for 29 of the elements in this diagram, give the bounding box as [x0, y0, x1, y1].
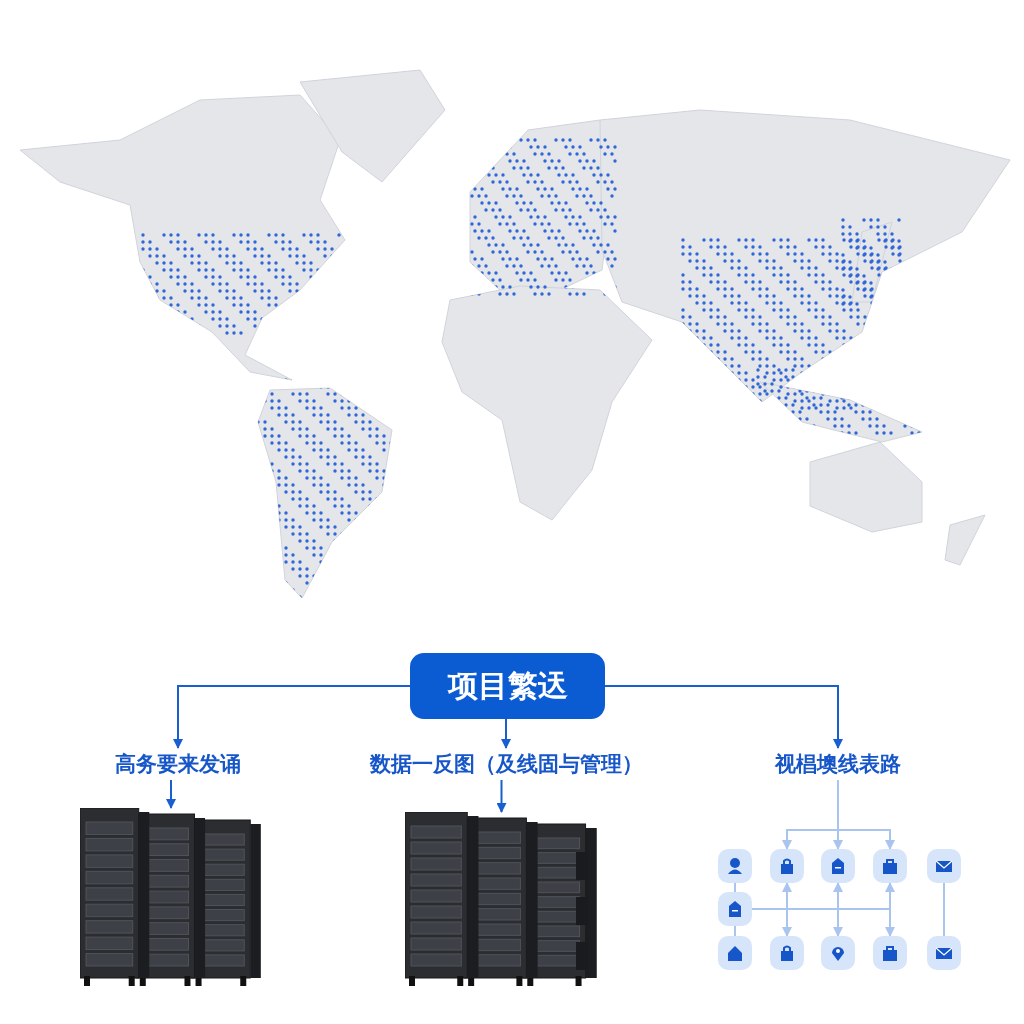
icon-tile — [927, 849, 961, 883]
arrow — [837, 779, 895, 850]
icon-tile — [770, 936, 804, 970]
arrow — [885, 882, 895, 937]
server-rack-drawing — [80, 808, 262, 986]
connector-line — [734, 925, 736, 937]
arrow — [173, 685, 411, 749]
icon-tile — [821, 936, 855, 970]
branch-heading: 高务要来发诵 — [100, 748, 256, 780]
arrow — [496, 779, 507, 813]
branch-heading: 视椙墺线表路 — [762, 748, 914, 780]
icon-tile — [718, 849, 752, 883]
icon-tile — [873, 936, 907, 970]
arrow — [166, 779, 176, 809]
branch-heading: 数据一反图（及线固与管理） — [362, 748, 650, 780]
icon-tile — [718, 936, 752, 970]
icon-tile — [718, 892, 752, 926]
title-button-box: 项目繁迗 — [410, 653, 605, 719]
arrow — [782, 882, 792, 937]
arrow — [833, 882, 843, 937]
connector-line — [734, 882, 736, 893]
connector-line — [943, 882, 945, 937]
icon-tile — [770, 849, 804, 883]
arrow — [604, 685, 843, 749]
arrow — [501, 718, 511, 749]
icon-tile — [821, 849, 855, 883]
server-rack-drawing — [405, 812, 598, 986]
icon-tile — [873, 849, 907, 883]
icon-tile — [927, 936, 961, 970]
